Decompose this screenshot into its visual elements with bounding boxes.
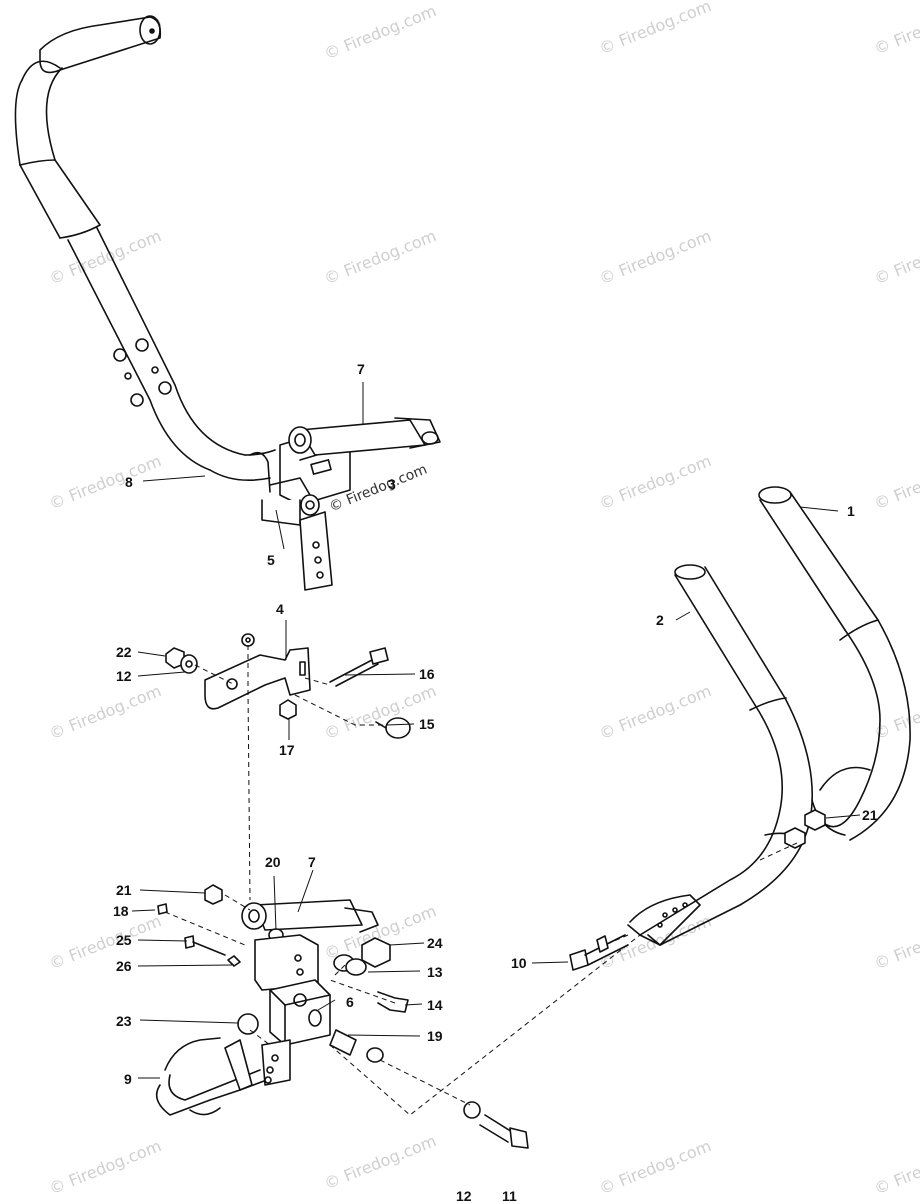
callout-14: 14: [427, 997, 443, 1013]
callout-24: 24: [427, 935, 443, 951]
callout-26: 26: [116, 958, 132, 974]
bolt-and-washer-parts-11-12: [463, 1101, 529, 1149]
callout-19: 19: [427, 1028, 443, 1044]
bolt-part-10: [569, 934, 629, 971]
nut-part-17: [279, 699, 297, 720]
bolt-part-16: [329, 647, 389, 687]
callout-2: 2: [656, 612, 664, 628]
block-part-6: [269, 979, 331, 1046]
callout-6: 6: [346, 994, 354, 1010]
callout-5: 5: [267, 552, 275, 568]
callout-18: 18: [113, 903, 129, 919]
callout-15: 15: [419, 716, 435, 732]
callout-12-bottom: 12: [456, 1188, 472, 1204]
callout-16: 16: [419, 666, 435, 682]
callout-4: 4: [276, 601, 284, 617]
callout-21-left: 21: [116, 882, 132, 898]
callout-22: 22: [116, 644, 132, 660]
callout-17: 17: [279, 742, 295, 758]
callout-7-lower: 7: [308, 854, 316, 870]
nut-part-21-left: [204, 884, 223, 905]
pin-part-15: [375, 717, 411, 739]
bolts-parts-18-25-26: [157, 903, 241, 967]
callout-21-right: 21: [862, 807, 878, 823]
callout-11: 11: [502, 1188, 517, 1204]
spring-cylinder-part-7: [241, 899, 379, 933]
leader-lines: [131, 382, 861, 1079]
ring-part-23: [237, 1013, 259, 1035]
foot-bar-part-9: [155, 1037, 291, 1116]
handle-bar-part-8: [14, 15, 276, 481]
callout-10: 10: [511, 955, 527, 971]
nut-part-21-right: [784, 809, 826, 849]
callout-8: 8: [125, 474, 133, 490]
nut-and-washers-parts-24-13: [333, 937, 391, 976]
callout-9: 9: [124, 1071, 132, 1087]
bracket-part-4: [204, 633, 311, 710]
top-bracket-assembly: [249, 417, 441, 591]
callout-23: 23: [116, 1013, 132, 1029]
spacer-part-19: [329, 1029, 384, 1063]
callout-20: 20: [265, 854, 281, 870]
callout-25: 25: [116, 932, 132, 948]
nut-and-washer-parts-22-12: [165, 647, 198, 674]
callout-7-top: 7: [357, 361, 365, 377]
assembly-lines: [164, 645, 798, 1116]
callout-3: 3: [388, 476, 396, 492]
callout-12-left: 12: [116, 668, 132, 684]
callout-1: 1: [847, 503, 855, 519]
callout-13: 13: [427, 964, 443, 980]
